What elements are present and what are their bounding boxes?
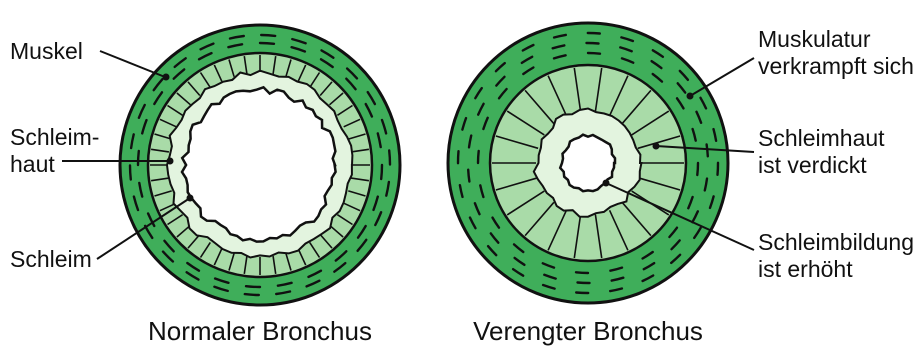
leader-dot xyxy=(187,195,194,202)
muscle-fiber xyxy=(468,170,469,182)
muscle-fiber xyxy=(718,163,719,175)
label-mucosa-line1: Schleim- xyxy=(10,124,99,150)
muscle-fiber xyxy=(478,151,479,163)
muscle-fiber xyxy=(138,151,139,165)
leader-muscle xyxy=(100,51,165,77)
muscle-fiber xyxy=(130,166,131,180)
muscle-fiber xyxy=(576,272,588,273)
muscle-fiber xyxy=(260,43,274,44)
label-muscle-line1: Muskulatur xyxy=(758,26,871,52)
leader-dot xyxy=(687,93,694,100)
muscle-fiber xyxy=(697,163,698,175)
label-mucosa-line1: Schleimhaut xyxy=(758,125,885,151)
label-mucus-line2: ist erhöht xyxy=(758,256,853,282)
label-muscle: Muskel xyxy=(10,38,83,64)
leader-dot xyxy=(653,143,660,150)
muscle-fiber xyxy=(381,165,382,179)
muscle-fiber xyxy=(261,35,275,36)
normal-bronchus xyxy=(120,25,400,305)
label-muscle-line2: verkrampft sich xyxy=(758,53,914,79)
narrowed-bronchus xyxy=(448,23,728,303)
muscle-fiber xyxy=(578,283,590,284)
leader-dot xyxy=(167,158,174,165)
muscle-fiber xyxy=(576,293,588,294)
muscle-fiber xyxy=(245,294,259,295)
caption-narrowed-bronchus: Verengter Bronchus xyxy=(473,316,703,346)
muscle-fiber xyxy=(389,151,390,165)
muscle-fiber xyxy=(587,43,599,44)
leader-dot xyxy=(163,74,170,81)
label-mucus-line1: Schleimbildung xyxy=(758,229,914,255)
leader-dot xyxy=(603,180,610,187)
label-mucosa-line2: ist verdickt xyxy=(758,152,867,178)
muscle-fiber xyxy=(588,33,600,34)
label-mucus: Schleim xyxy=(10,246,92,272)
label-mucosa-line2: haut xyxy=(10,151,55,177)
muscle-fiber xyxy=(707,144,708,156)
muscle-fiber xyxy=(458,151,459,163)
muscle-fiber xyxy=(588,53,600,54)
muscle-fiber xyxy=(246,286,260,287)
caption-normal-bronchus: Normaler Bronchus xyxy=(148,316,372,346)
